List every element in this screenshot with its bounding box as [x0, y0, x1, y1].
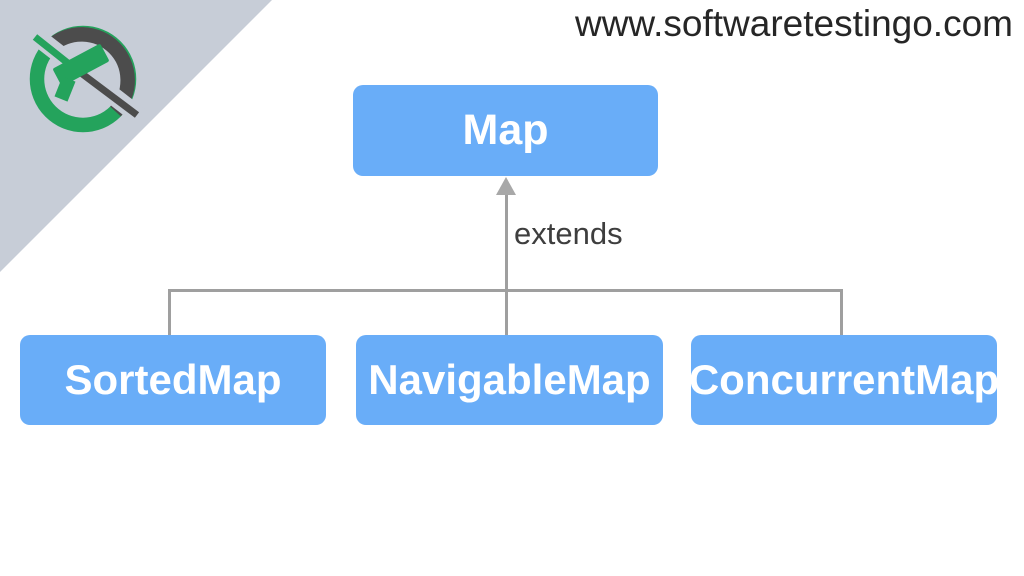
connector-left-drop-line	[168, 289, 171, 336]
node-map: Map	[353, 85, 658, 176]
connector-right-drop-line	[840, 289, 843, 336]
extends-arrowhead-icon	[496, 177, 516, 195]
site-url-text: www.softwaretestingo.com	[574, 3, 1013, 44]
extends-arrow-shaft	[505, 194, 508, 336]
connector-horizontal-line	[169, 289, 843, 292]
extends-label: extends	[514, 216, 623, 251]
node-concurrentmap: ConcurrentMap	[689, 335, 999, 425]
node-navigablemap: NavigableMap	[356, 335, 663, 425]
softwaretestingo-logo-icon	[21, 21, 149, 133]
corner-banner	[0, 0, 272, 272]
node-sortedmap: SortedMap	[20, 335, 326, 425]
